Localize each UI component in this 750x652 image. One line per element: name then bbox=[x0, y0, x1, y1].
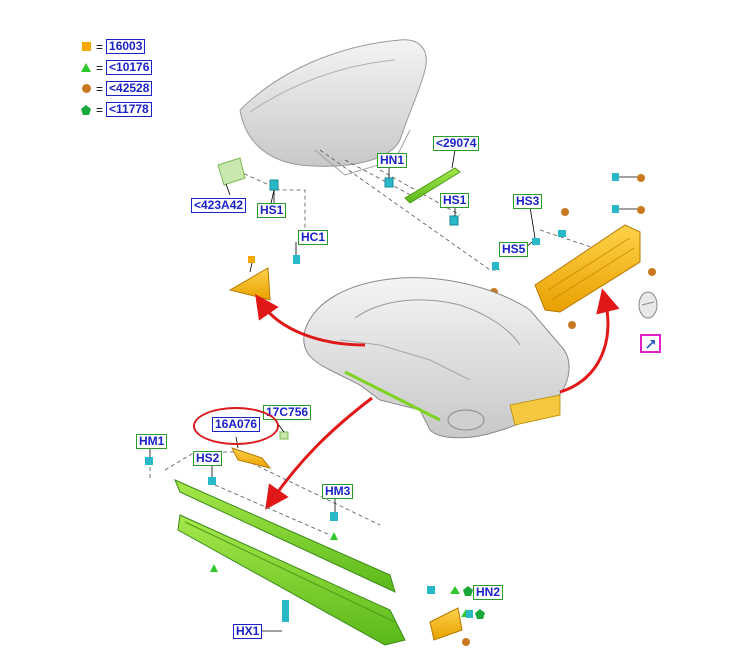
highlight-circle bbox=[193, 407, 279, 445]
bracket-423a42 bbox=[217, 157, 246, 186]
bracket-hc1 bbox=[228, 242, 300, 301]
callout-hs3[interactable]: HS3 bbox=[513, 194, 543, 209]
green-triangle-icon bbox=[80, 62, 92, 74]
legend-callout-42528[interactable]: <42528 bbox=[106, 81, 153, 96]
decklid-panel bbox=[239, 39, 427, 176]
strip-29074 bbox=[404, 149, 461, 204]
legend-equals: = bbox=[96, 60, 104, 75]
callout-17c756[interactable]: 17C756 bbox=[263, 405, 312, 420]
callout-hm3[interactable]: HM3 bbox=[322, 484, 354, 499]
emblem-badge bbox=[638, 291, 658, 319]
fastener-hn1 bbox=[384, 166, 394, 188]
callout-hs2[interactable]: HS2 bbox=[193, 451, 223, 466]
legend-item-10176: = <10176 bbox=[80, 57, 153, 78]
trim-fasteners bbox=[490, 173, 656, 329]
callout-hs1-right[interactable]: HS1 bbox=[440, 193, 470, 208]
legend-equals: = bbox=[96, 39, 104, 54]
legend-callout-10176[interactable]: <10176 bbox=[106, 60, 153, 75]
callout-hn2[interactable]: HN2 bbox=[473, 585, 504, 600]
orange-square-icon bbox=[80, 41, 92, 53]
callout-29074[interactable]: <29074 bbox=[433, 136, 480, 151]
bracket-hn2 bbox=[427, 586, 485, 646]
legend-callout-16003[interactable]: 16003 bbox=[106, 39, 146, 54]
callout-hx1[interactable]: HX1 bbox=[233, 624, 263, 639]
legend-equals: = bbox=[96, 81, 104, 96]
legend-callout-11778[interactable]: <11778 bbox=[106, 102, 152, 117]
fastener-hs1-right bbox=[449, 215, 459, 226]
rear-applique-panel bbox=[534, 224, 641, 313]
callout-hm1[interactable]: HM1 bbox=[136, 434, 168, 449]
brown-circle-icon bbox=[80, 83, 92, 95]
legend-equals: = bbox=[96, 102, 104, 117]
callout-423a42[interactable]: <423A42 bbox=[191, 198, 247, 213]
vehicle-body bbox=[303, 277, 570, 439]
red-arrows bbox=[255, 288, 620, 510]
legend-item-42528: = <42528 bbox=[80, 78, 153, 99]
legend: = 16003 = <10176 = <42528 = <11778 bbox=[80, 36, 153, 120]
green-pentagon-icon bbox=[80, 104, 92, 116]
rocker-molding bbox=[174, 479, 406, 646]
callout-hs5[interactable]: HS5 bbox=[499, 242, 529, 257]
legend-item-11778: = <11778 bbox=[80, 99, 152, 120]
callout-hn1[interactable]: HN1 bbox=[377, 153, 408, 168]
callout-hs1-left[interactable]: HS1 bbox=[257, 203, 287, 218]
arrow-up-right-icon bbox=[645, 339, 655, 349]
external-link-button[interactable] bbox=[640, 334, 661, 353]
legend-item-16003: = 16003 bbox=[80, 36, 152, 57]
callout-hc1[interactable]: HC1 bbox=[298, 230, 329, 245]
